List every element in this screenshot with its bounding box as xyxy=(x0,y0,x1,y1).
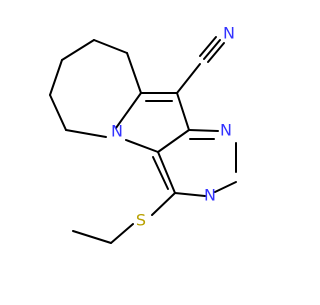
nitrile-n-label: N xyxy=(223,24,235,43)
bond-ch2-ch3 xyxy=(72,230,112,244)
bond-cn-triple-b xyxy=(207,42,225,63)
bond-c4-s xyxy=(151,192,176,216)
ring-n-label: N xyxy=(111,122,123,141)
bond-c6-c5 xyxy=(49,94,67,131)
bond-c4a-n4 xyxy=(125,139,159,153)
bond-c10a-c4a xyxy=(157,129,190,153)
pyrimidine-ring xyxy=(152,129,237,197)
atom-labels: N N N N S xyxy=(111,24,235,230)
molecule-structure: N N N N S xyxy=(49,24,237,244)
azepane-ring xyxy=(49,39,142,138)
pyrrole-ring xyxy=(125,92,190,153)
bond-cn-triple-a xyxy=(199,36,217,57)
bond-c10-cn xyxy=(176,63,201,94)
sulfur-label: S xyxy=(136,211,146,230)
bond-cn-triple-center xyxy=(203,39,221,60)
bond-c10-c10a xyxy=(176,92,190,131)
bond-c9-c8 xyxy=(93,39,128,54)
bond-c9a-c9 xyxy=(126,52,142,94)
bond-c7-c6 xyxy=(49,59,63,96)
bond-s-ch2 xyxy=(110,223,134,244)
bond-n3-c4 xyxy=(174,192,206,197)
bond-c5-n4 xyxy=(65,129,107,138)
bond-c10a-n1 xyxy=(188,129,219,132)
pyrimidine-n2-label: N xyxy=(204,186,216,205)
ethylthio-group xyxy=(72,192,176,244)
bond-c2-n3 xyxy=(214,181,237,193)
bond-c4-c4a-double xyxy=(152,156,169,190)
bond-c4-c4a xyxy=(157,151,176,194)
bond-c8-c7 xyxy=(61,39,95,61)
molecule-canvas: N N N N S xyxy=(49,23,237,244)
nitrile-group xyxy=(176,36,225,94)
bond-n4-c9a xyxy=(115,92,142,129)
pyrimidine-n1-label: N xyxy=(220,121,232,140)
